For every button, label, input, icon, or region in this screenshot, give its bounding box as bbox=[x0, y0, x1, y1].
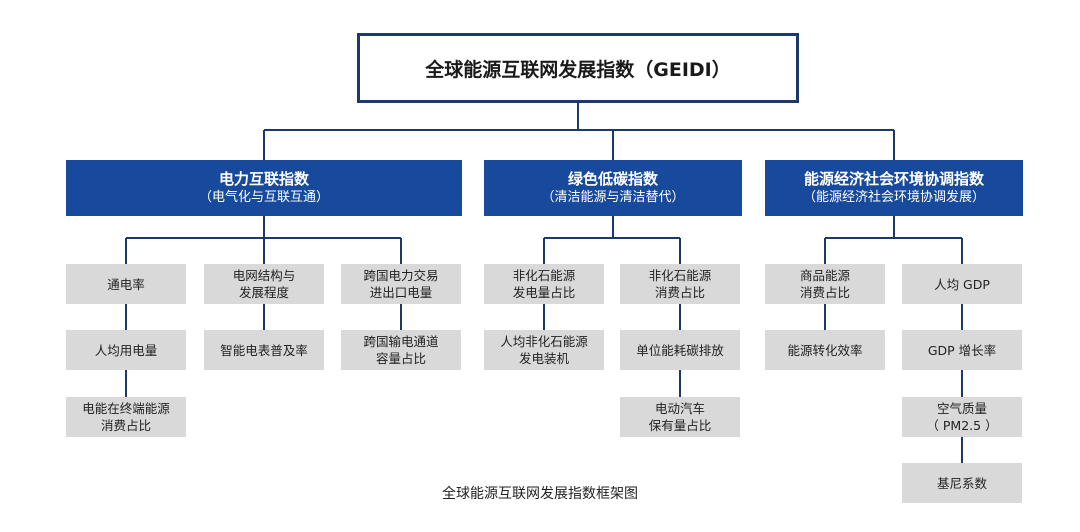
indicator-node: 商品能源消费占比 bbox=[765, 264, 885, 304]
indicator-label: 发展程度 bbox=[238, 285, 289, 300]
indicator-node: 电网结构与发展程度 bbox=[204, 264, 324, 304]
indicator-label: 非化石能源 bbox=[512, 268, 576, 283]
indicator-label: 电网结构与 bbox=[232, 268, 296, 283]
indicator-label: 进出口电量 bbox=[369, 285, 433, 300]
category-subtitle: （电气化与互联互通） bbox=[198, 190, 329, 205]
root-title: 全球能源互联网发展指数（GEIDI） bbox=[425, 58, 731, 81]
indicator-node: 人均非化石能源发电装机 bbox=[484, 330, 604, 370]
category-subtitle: （清洁能源与清洁替代） bbox=[541, 190, 685, 205]
category-name: 能源经济社会环境协调指数 bbox=[803, 170, 984, 188]
indicator-label: GDP 增长率 bbox=[927, 342, 997, 358]
indicator-label: 人均用电量 bbox=[94, 342, 158, 358]
indicator-label: 发电装机 bbox=[518, 351, 569, 366]
indicator-node: 智能电表普及率 bbox=[204, 330, 324, 370]
indicator-label: 人均 GDP bbox=[934, 276, 990, 292]
category-node: 电力互联指数 （电气化与互联互通） bbox=[66, 160, 462, 216]
indicator-label: 空气质量 bbox=[936, 401, 987, 416]
indicator-label: 跨国输电通道 bbox=[363, 334, 439, 349]
indicator-node: 跨国电力交易进出口电量 bbox=[341, 264, 461, 304]
indicator-label: 发电量占比 bbox=[512, 285, 576, 300]
category-name: 绿色低碳指数 bbox=[567, 170, 658, 188]
indicator-label: 消费占比 bbox=[100, 418, 151, 433]
indicator-node: 能源转化效率 bbox=[765, 330, 885, 370]
indicator-label: 消费占比 bbox=[654, 285, 705, 300]
indicator-label: 智能电表普及率 bbox=[220, 342, 308, 358]
indicator-label: 非化石能源 bbox=[648, 268, 712, 283]
indicator-label: （ PM2.5 ） bbox=[926, 418, 998, 433]
root-node: 全球能源互联网发展指数（GEIDI） bbox=[357, 33, 799, 103]
category-node: 绿色低碳指数 （清洁能源与清洁替代） bbox=[484, 160, 742, 216]
category-subtitle: （能源经济社会环境协调发展） bbox=[802, 190, 985, 205]
category-node: 能源经济社会环境协调指数 （能源经济社会环境协调发展） bbox=[765, 160, 1023, 216]
indicator-label: 通电率 bbox=[107, 276, 145, 292]
indicator-node: 电能在终端能源消费占比 bbox=[66, 397, 186, 437]
indicator-label: 容量占比 bbox=[375, 351, 426, 366]
indicator-node: 通电率 bbox=[66, 264, 186, 304]
indicator-node: 人均用电量 bbox=[66, 330, 186, 370]
indicator-node: 非化石能源消费占比 bbox=[620, 264, 740, 304]
indicator-node: 电动汽车保有量占比 bbox=[620, 397, 740, 437]
indicator-label: 跨国电力交易 bbox=[363, 268, 439, 283]
diagram-caption: 全球能源互联网发展指数框架图 bbox=[442, 486, 638, 502]
indicator-node: GDP 增长率 bbox=[902, 330, 1022, 370]
indicator-node: 非化石能源发电量占比 bbox=[484, 264, 604, 304]
indicator-node: 单位能耗碳排放 bbox=[620, 330, 740, 370]
category-name: 电力互联指数 bbox=[218, 170, 309, 188]
indicator-label: 能源转化效率 bbox=[787, 342, 863, 358]
indicator-label: 商品能源 bbox=[799, 268, 850, 283]
indicator-label: 电能在终端能源 bbox=[82, 401, 170, 416]
indicator-label: 单位能耗碳排放 bbox=[636, 342, 724, 358]
indicator-node: 人均 GDP bbox=[902, 264, 1022, 304]
indicator-node: 跨国输电通道容量占比 bbox=[341, 330, 461, 370]
indicator-label: 基尼系数 bbox=[936, 475, 987, 491]
indicator-label: 消费占比 bbox=[799, 285, 850, 300]
indicator-label: 保有量占比 bbox=[648, 418, 712, 433]
indicator-label: 人均非化石能源 bbox=[500, 334, 588, 349]
indicator-node: 空气质量 （ PM2.5 ） bbox=[902, 397, 1022, 437]
indicator-node: 基尼系数 bbox=[902, 463, 1022, 503]
indicator-label: 电动汽车 bbox=[654, 401, 705, 416]
